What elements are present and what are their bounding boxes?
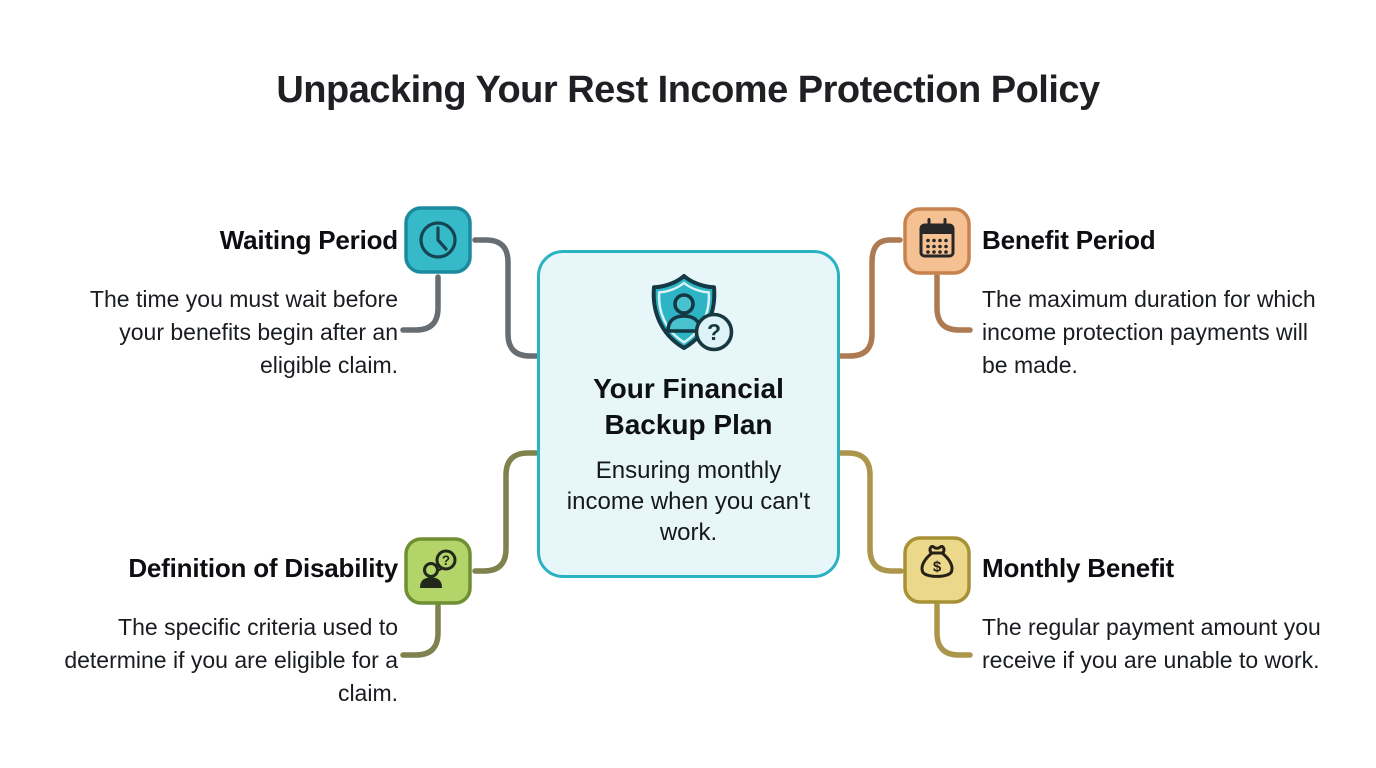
connector-benefit-period-to-text (934, 273, 973, 333)
dollar-glyph: $ (933, 559, 942, 576)
node-description: The regular payment amount you receive i… (982, 614, 1321, 673)
tile-background (903, 207, 971, 275)
node-description: The maximum duration for which income pr… (982, 286, 1316, 378)
central-card-subtitle: Ensuring monthly income when you can't w… (566, 457, 811, 546)
node-label: Monthly Benefit (982, 553, 1174, 583)
connector-definition-of-disability-to-text (400, 603, 441, 658)
question-badge-glyph: ? (706, 319, 720, 345)
node-label: Definition of Disability (128, 553, 398, 583)
person-head (672, 293, 695, 315)
node-label: Waiting Period (219, 225, 398, 255)
node-definition-of-disability: Definition of Disability The specific cr… (53, 550, 398, 710)
page-title: Unpacking Your Rest Income Protection Po… (276, 69, 1100, 111)
monthly-benefit-tile: $ (903, 536, 971, 604)
central-card-title: Your Financial Backup Plan (593, 373, 784, 440)
node-monthly-benefit: Monthly Benefit The regular payment amou… (982, 550, 1327, 677)
person-question-icon: ? (420, 549, 457, 588)
connector-waiting-period-to-center (472, 237, 542, 359)
benefit-period-tile (903, 207, 971, 275)
connector-benefit-period-to-center (836, 237, 903, 359)
money-bag-icon: $ (920, 545, 954, 578)
node-label: Benefit Period (982, 225, 1156, 255)
node-waiting-period: Waiting Period The time you must wait be… (88, 222, 398, 382)
definition-of-disability-tile: ? (404, 537, 472, 605)
question-badge (694, 312, 733, 352)
central-card: ? Your Financial Backup Plan Ensuring mo… (537, 250, 840, 578)
waiting-period-tile (404, 206, 472, 274)
bubble-question-glyph: ? (442, 553, 450, 568)
connector-monthly-benefit-to-text (934, 602, 973, 658)
shield-inner-line (657, 281, 710, 344)
calendar-icon (919, 218, 955, 258)
connector-definition-of-disability-to-center (472, 450, 542, 574)
node-benefit-period: Benefit Period The maximum duration for … (982, 222, 1317, 382)
clock-icon (419, 221, 457, 259)
node-description: The specific criteria used to determine … (64, 614, 398, 706)
connector-waiting-period-to-text (400, 274, 441, 333)
shield-person-question-icon: ? (651, 274, 733, 352)
tile-background (903, 536, 971, 604)
node-description: The time you must wait before your benef… (89, 286, 398, 378)
connector-monthly-benefit-to-center (836, 450, 904, 574)
